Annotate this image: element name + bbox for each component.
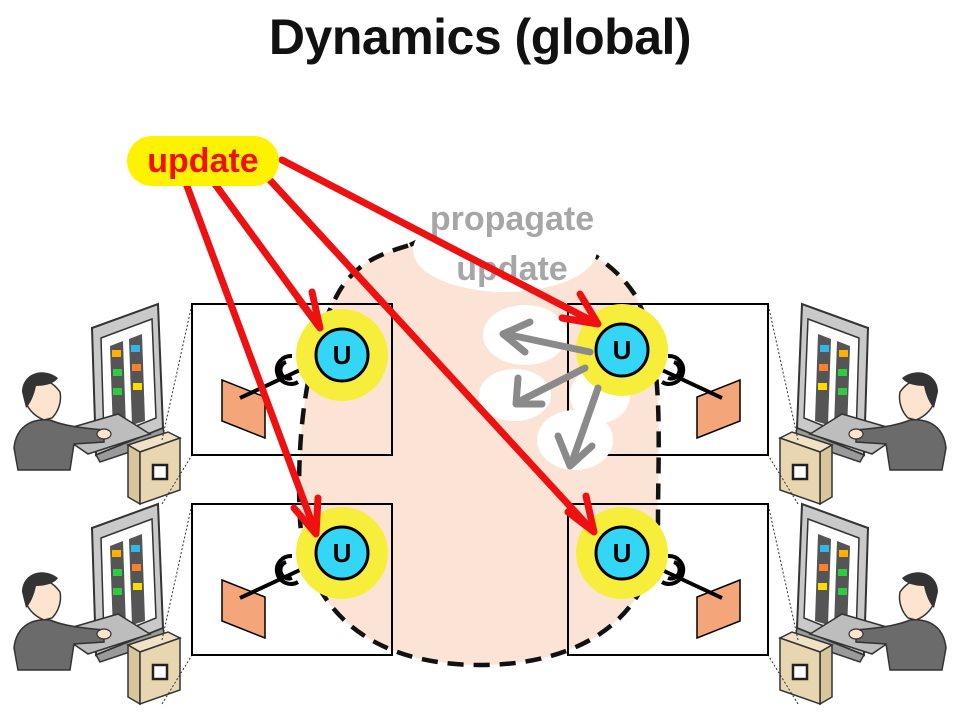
- leader-lines: [161, 303, 799, 705]
- propagate-arrows: [499, 318, 602, 470]
- page-title: Dynamics (global): [268, 9, 692, 65]
- u-node-label: U: [613, 538, 632, 568]
- component-icon: [221, 378, 741, 640]
- u-node: U: [294, 505, 390, 601]
- u-node-label: U: [333, 340, 352, 370]
- component-box: [567, 503, 769, 656]
- workstation-icon: [12, 302, 182, 506]
- u-node: U: [294, 307, 390, 403]
- u-node: U: [574, 302, 670, 398]
- component-box: [191, 503, 393, 656]
- propagate-label-line1: propagate: [430, 200, 594, 238]
- workstation-icon: [12, 502, 182, 706]
- workstation-icon: [778, 302, 948, 506]
- u-node-label: U: [333, 538, 352, 568]
- socket-icon: [239, 353, 723, 600]
- workstation-icon: [778, 502, 948, 706]
- u-node-label: U: [613, 335, 632, 365]
- component-box: [191, 303, 393, 456]
- update-pill: [127, 136, 279, 186]
- update-label: update: [147, 142, 258, 180]
- update-arrows: [180, 156, 602, 538]
- u-node: U: [574, 505, 670, 601]
